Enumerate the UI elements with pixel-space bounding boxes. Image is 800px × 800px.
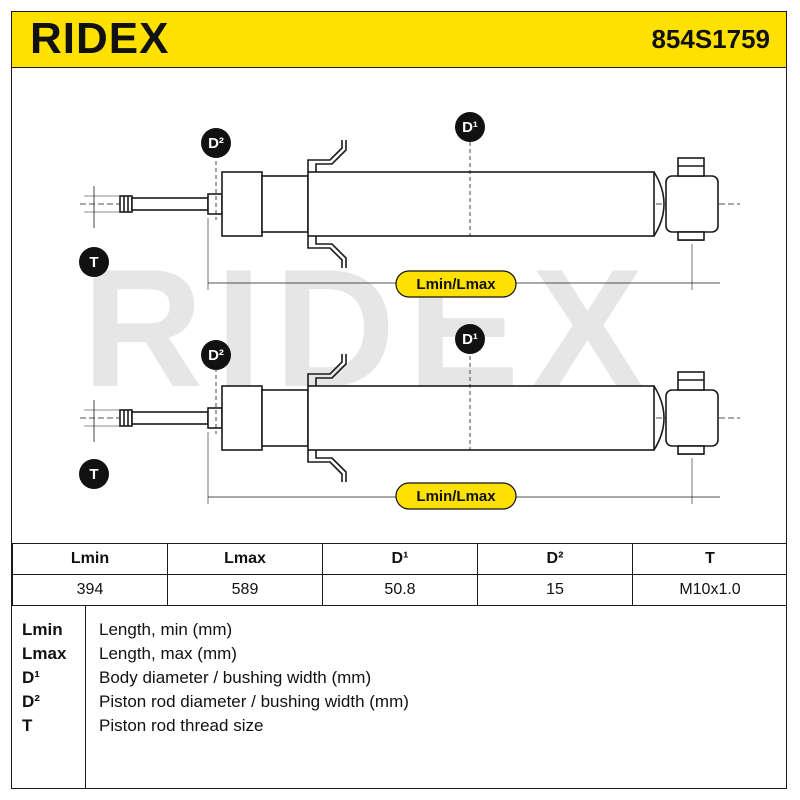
legend-key: T	[22, 716, 33, 735]
value-lmin: 394	[12, 574, 168, 606]
length-label: Lmin/Lmax	[416, 276, 496, 293]
lower-mount-top	[677, 157, 705, 177]
piston-rod-thread	[119, 195, 133, 213]
upper-cap	[221, 385, 263, 451]
legend-item: T Piston rod thread size	[12, 714, 786, 738]
legend: Lmin Length, min (mm) Lmax Length, max (…	[12, 605, 786, 788]
piston-rod-thread	[119, 409, 133, 427]
legend-item: D² Piston rod diameter / bushing width (…	[12, 690, 786, 714]
spring-seat-bracket	[307, 354, 343, 482]
labels-top: D¹ D² T Lmin/Lmax	[79, 112, 517, 298]
lower-mount-top	[677, 371, 705, 391]
spec-table: Lmin Lmax D¹ D² T 394 589 50.8 15 M10x1.…	[12, 543, 786, 606]
t-badge	[79, 459, 109, 489]
length-pill	[395, 482, 517, 510]
legend-desc: Piston rod diameter / bushing width (mm)	[99, 692, 409, 711]
spring-seat-bracket-inner	[315, 140, 347, 268]
legend-item: Lmin Length, min (mm)	[12, 618, 786, 642]
lower-mount-bottom	[677, 231, 705, 241]
value-lmax: 589	[167, 574, 323, 606]
part-number: 854S1759	[651, 24, 770, 54]
header-d1: D¹	[322, 543, 478, 575]
header-lmax: Lmax	[167, 543, 323, 575]
d2-label: D²	[208, 135, 224, 152]
legend-item: Lmax Length, max (mm)	[12, 642, 786, 666]
header-bar: RIDEX 854S1759	[12, 12, 786, 68]
lower-mount-eye	[665, 175, 719, 233]
shock-bottom	[80, 354, 740, 504]
rod-collar	[207, 407, 223, 429]
header-d2: D²	[477, 543, 633, 575]
legend-item: D¹ Body diameter / bushing width (mm)	[12, 666, 786, 690]
table-header-row: Lmin Lmax D¹ D² T	[12, 543, 786, 575]
legend-key: D²	[22, 692, 40, 711]
d2-badge	[201, 128, 231, 158]
shock-absorber-drawing: RIDEX	[79, 112, 740, 510]
value-d2: 15	[477, 574, 633, 606]
d1-badge	[455, 324, 485, 354]
t-badge	[79, 247, 109, 277]
legend-key: D¹	[22, 668, 40, 687]
header-t: T	[632, 543, 786, 575]
length-label: Lmin/Lmax	[416, 488, 496, 505]
legend-desc: Length, max (mm)	[99, 644, 237, 663]
piston-rod	[131, 197, 209, 211]
length-pill	[395, 270, 517, 298]
legend-desc: Length, min (mm)	[99, 620, 233, 639]
legend-desc: Body diameter / bushing width (mm)	[99, 668, 372, 687]
d2-badge	[201, 340, 231, 370]
brand-logo: RIDEX	[30, 14, 170, 63]
d1-label: D¹	[462, 331, 478, 348]
body-end	[653, 385, 665, 451]
header-lmin: Lmin	[12, 543, 168, 575]
table-row: 394 589 50.8 15 M10x1.0	[12, 574, 786, 606]
main-body	[307, 385, 655, 451]
lower-mount-bottom	[677, 445, 705, 455]
lower-mount-eye	[665, 389, 719, 447]
labels-bottom: D¹ D² T Lmin/Lmax	[79, 324, 517, 510]
dust-cover	[261, 175, 309, 233]
legend-divider	[85, 606, 86, 788]
value-t: M10x1.0	[632, 574, 786, 606]
rod-collar	[207, 193, 223, 215]
legend-key: Lmin	[22, 620, 63, 639]
piston-rod	[131, 411, 209, 425]
t-label: T	[89, 466, 98, 483]
product-sheet: RIDEX 854S1759 RIDEX	[11, 11, 787, 789]
main-body	[307, 171, 655, 237]
d2-label: D²	[208, 347, 224, 364]
t-label: T	[89, 254, 98, 271]
dust-cover	[261, 389, 309, 447]
d1-label: D¹	[462, 119, 478, 136]
upper-cap	[221, 171, 263, 237]
spring-seat-bracket	[307, 140, 343, 268]
spring-seat-bracket-inner	[315, 354, 347, 482]
value-d1: 50.8	[322, 574, 478, 606]
legend-desc: Piston rod thread size	[99, 716, 264, 735]
body-end	[653, 171, 665, 237]
d1-badge	[455, 112, 485, 142]
legend-key: Lmax	[22, 644, 67, 663]
